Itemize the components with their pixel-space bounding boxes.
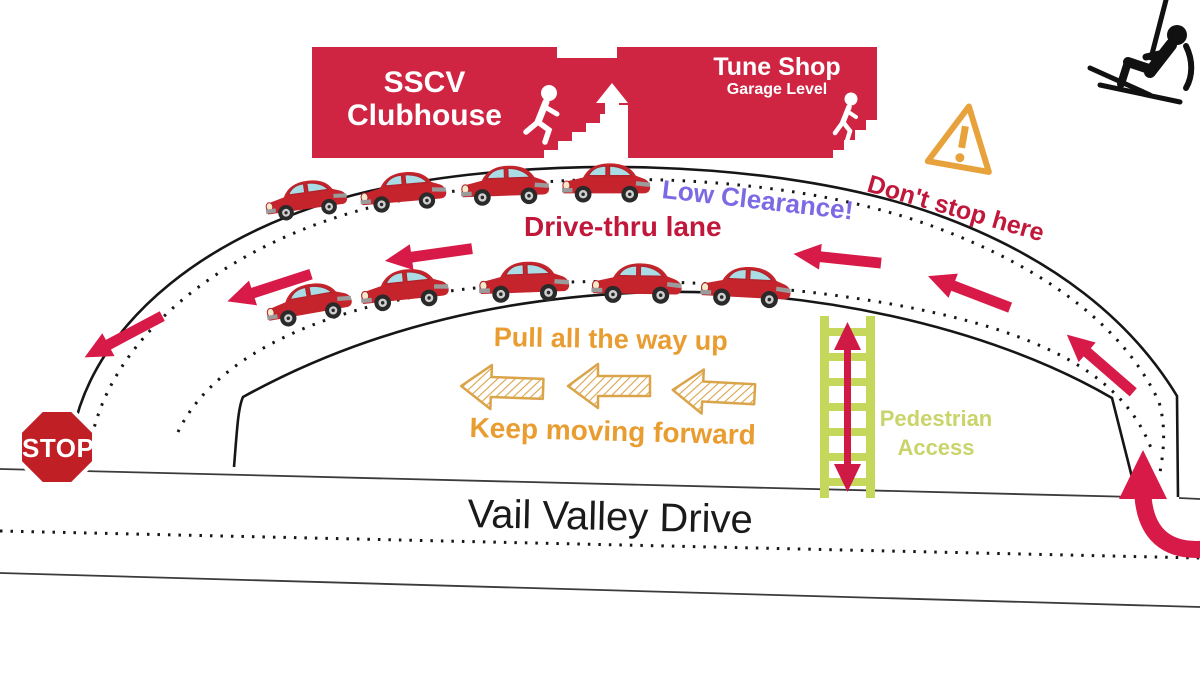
two-way-arrow-icon xyxy=(834,322,861,492)
drive-thru-lane-label: Drive-thru lane xyxy=(524,211,722,242)
chairlift-icon xyxy=(1087,0,1195,105)
banner-notch xyxy=(557,45,617,58)
forward-arrows xyxy=(459,362,758,418)
car-icon xyxy=(357,168,449,216)
car-icon xyxy=(590,261,683,305)
street-center-dotted xyxy=(0,529,1200,560)
forward-arrow-icon xyxy=(459,362,546,413)
car-icon xyxy=(357,264,451,314)
banner-tune-shop-label: Tune Shop xyxy=(713,53,841,81)
banner-clubhouse-line2: Clubhouse xyxy=(347,99,502,132)
pedestrian-access-line1: Pedestrian xyxy=(879,406,993,431)
street-road xyxy=(0,468,1200,608)
lane-arrow-icon xyxy=(923,263,1015,320)
street-bottom-edge xyxy=(0,572,1200,608)
banner-garage-level-label: Garage Level xyxy=(726,81,828,98)
clubhouse-banner xyxy=(312,45,877,158)
street-top-edge-right xyxy=(1178,497,1200,500)
car-icon xyxy=(459,163,551,208)
stop-sign-label: STOP xyxy=(22,433,95,463)
pedestrian-access-label: Pedestrian Access xyxy=(876,404,996,462)
forward-arrow-icon xyxy=(566,362,652,410)
lane-divider-dotted-1 xyxy=(88,177,1166,479)
lane-divider-dotted-2 xyxy=(176,279,1153,449)
entrance-arrow-icon xyxy=(1119,450,1200,558)
pedestrian-access-line2: Access xyxy=(897,435,975,460)
street-name-label: Vail Valley Drive xyxy=(467,492,754,542)
road-inner-edge xyxy=(232,290,1139,498)
warning-triangle-icon xyxy=(924,103,992,175)
car-icon xyxy=(561,162,651,204)
lane-arrow-icon xyxy=(78,304,169,369)
forward-arrow-icon xyxy=(670,366,758,418)
lane-arrow-icon xyxy=(792,240,883,277)
banner-clubhouse-label: SSCV Clubhouse xyxy=(322,66,527,132)
street-top-edge xyxy=(0,468,1137,498)
pull-all-the-way-up-label: Pull all the way up xyxy=(493,322,729,357)
stairs-up-icon xyxy=(523,83,628,158)
banner-clubhouse-line1: SSCV xyxy=(383,66,466,99)
lane-arrow-icon xyxy=(383,235,474,274)
drive-thru-road xyxy=(71,165,1180,498)
stop-sign xyxy=(18,408,96,486)
road-outer-edge xyxy=(71,165,1180,498)
stairs-down-icon xyxy=(832,92,877,158)
car-icon xyxy=(477,259,571,305)
car-icon xyxy=(698,263,793,310)
